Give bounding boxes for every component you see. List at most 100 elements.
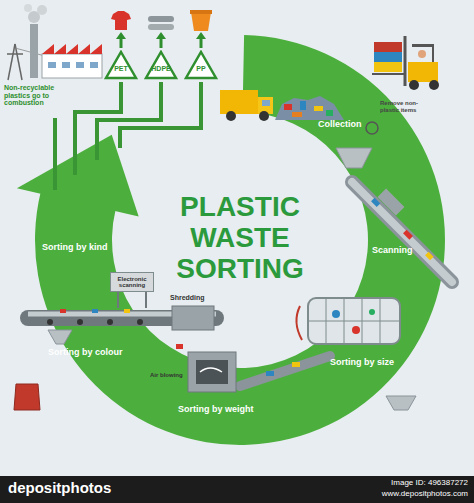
shirt-icon (111, 11, 131, 30)
air-separator-inner (196, 360, 228, 384)
forklift-fork (372, 73, 405, 75)
bucket-rim (190, 10, 212, 14)
flake (124, 309, 130, 313)
step-label: Sorting by kind (42, 243, 122, 253)
plastic-item (369, 309, 375, 315)
waste-item (300, 101, 306, 110)
resin-code: HDPE (144, 65, 178, 72)
forklift-wheel (409, 80, 419, 90)
step-label: Sorting by colour (48, 348, 138, 358)
hopper (386, 396, 416, 410)
step-label: Scanning (372, 246, 432, 256)
shredder (172, 306, 214, 330)
conveyor-belt (352, 182, 452, 282)
watermark: Image ID: 496387272 (330, 479, 468, 488)
plastic-item (266, 371, 274, 376)
conveyor (240, 356, 330, 386)
trommel-mesh (308, 321, 400, 322)
forklift-frame (432, 46, 434, 62)
plastic-item (403, 230, 413, 240)
roller (47, 319, 53, 325)
watermark: depositphotos (8, 480, 158, 497)
scanner-stand (145, 292, 147, 308)
roller (77, 319, 83, 325)
scanner-stand (117, 292, 119, 308)
plastic-item (425, 252, 433, 260)
machine-label: Electronic scanning (111, 276, 153, 289)
watermark: www.depositphotos.com (330, 490, 468, 499)
note: Remove non-plastic items (380, 100, 426, 113)
flake (92, 309, 98, 313)
resin-code: PET (104, 65, 138, 72)
up-arrow (200, 38, 203, 48)
hopper (336, 148, 372, 168)
up-arrow-head (116, 32, 126, 39)
air-separator (188, 352, 236, 392)
flake-bag (14, 384, 40, 410)
plastic-item (292, 362, 300, 367)
plastic-item (176, 344, 183, 349)
factory-window (76, 62, 84, 68)
roller (107, 319, 113, 325)
up-arrow-head (196, 32, 206, 39)
up-arrow-head (156, 32, 166, 39)
rotation-arrow (296, 306, 302, 340)
truck-body (220, 90, 258, 114)
trommel-drum (308, 298, 400, 344)
magnifier (366, 122, 378, 134)
power-pylon (8, 44, 15, 80)
bucket-icon (191, 12, 211, 31)
note: Air blowing (150, 372, 188, 379)
up-arrow (160, 38, 163, 48)
hopper (48, 330, 72, 344)
machine-label: Shredding (170, 294, 220, 302)
pipe-icon (148, 16, 174, 22)
truck-wheel (259, 111, 269, 121)
air-flow (200, 368, 222, 372)
waste-item (314, 106, 323, 111)
resin-code-triangle: PP (184, 50, 218, 80)
note: Non-recyclable plastics go to combustion (4, 84, 66, 107)
resin-code: PP (184, 65, 218, 72)
bale (374, 42, 402, 52)
waste-item (326, 110, 333, 116)
power-pylon (7, 53, 23, 55)
waste-pile (275, 96, 344, 120)
waste-item (292, 112, 302, 117)
truck-window (262, 100, 270, 106)
truck-wheel (226, 111, 236, 121)
up-arrow (120, 38, 123, 48)
roller (137, 319, 143, 325)
forklift-mast (404, 36, 407, 86)
plastic-item (332, 310, 340, 318)
factory-window (62, 62, 70, 68)
step-label: Collection (318, 120, 378, 130)
waste-item (284, 104, 292, 110)
title: PLASTIC WASTE SORTING (160, 192, 320, 284)
factory-wall (42, 54, 102, 78)
watermark-strip (0, 476, 474, 503)
sorting-pipe (120, 82, 201, 148)
forklift-wheel (429, 80, 439, 90)
scanner (378, 189, 405, 216)
factory-window (48, 62, 56, 68)
flake (60, 309, 66, 313)
step-label: Sorting by size (330, 358, 410, 368)
forklift-roof (412, 44, 434, 47)
sorting-pipe (97, 82, 161, 160)
factory-roof (42, 44, 102, 54)
bale (374, 52, 402, 62)
cycle-band (35, 35, 445, 445)
smoke (37, 5, 47, 15)
pipe-icon (148, 24, 174, 30)
sorting-pipe (53, 118, 57, 190)
machine-box: Electronic scanning (110, 272, 154, 292)
conveyor (352, 182, 452, 282)
factory-window (90, 62, 98, 68)
chimney (30, 24, 38, 78)
plastic-item (371, 198, 380, 207)
plastic-item (352, 326, 360, 334)
resin-code-triangle: HDPE (144, 50, 178, 80)
